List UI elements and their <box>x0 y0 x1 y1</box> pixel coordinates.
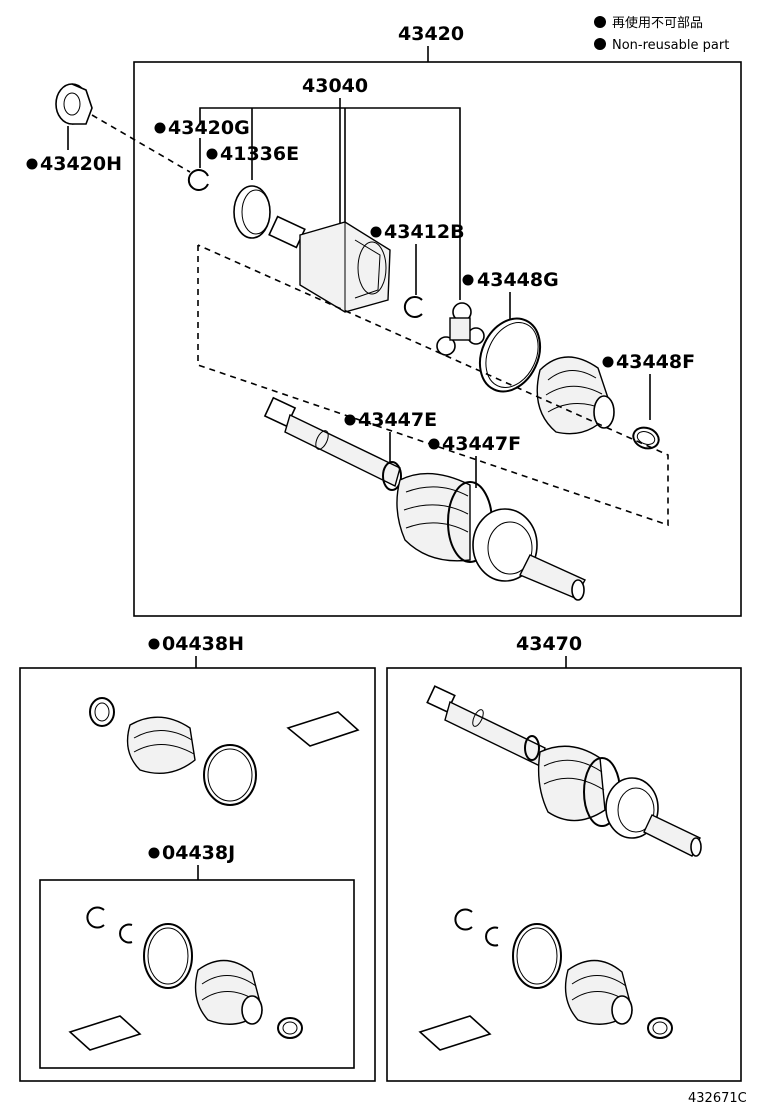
label-43447F[interactable]: 43447F <box>442 433 521 455</box>
kit-j-snap-ring[interactable] <box>86 906 105 929</box>
shaft-43470-assembly[interactable] <box>426 685 702 857</box>
kit-h-large-clamp[interactable] <box>203 744 257 806</box>
label-43420[interactable]: 43420 <box>398 23 464 45</box>
kit-j-small-clamp[interactable] <box>277 1017 303 1039</box>
part-tripod[interactable] <box>436 302 485 356</box>
part-inner-boot[interactable] <box>536 356 615 435</box>
label-43448F[interactable]: 43448F <box>616 351 695 373</box>
shaft-box-snap-ring[interactable] <box>454 908 473 931</box>
part-43420H-seal[interactable] <box>55 83 93 125</box>
frame-main-assembly <box>133 61 742 617</box>
kit-j-boot[interactable] <box>194 959 263 1025</box>
nonreusable-dot-43447E <box>344 414 356 426</box>
nonreusable-dot-04438J <box>148 847 160 859</box>
label-43412B[interactable]: 43412B <box>384 221 465 243</box>
frame-kit-04438J <box>39 879 355 1069</box>
diagram-id: 432671C <box>688 1091 747 1106</box>
frame-shaft-43470 <box>386 667 742 1082</box>
nonreusable-dot-04438H <box>148 638 160 650</box>
part-43412B-clip[interactable] <box>403 296 423 318</box>
shaft-box-boot[interactable] <box>564 959 633 1025</box>
part-41336E-seal[interactable] <box>233 185 271 239</box>
legend-dot-2 <box>594 38 606 50</box>
kit-j-grease-packet[interactable] <box>68 1015 142 1051</box>
label-43420G[interactable]: 43420G <box>168 117 250 139</box>
nonreusable-dot-43412B <box>370 226 382 238</box>
label-04438J[interactable]: 04438J <box>162 842 235 864</box>
shaft-box-small-clamp[interactable] <box>647 1017 673 1039</box>
label-43448G[interactable]: 43448G <box>477 269 559 291</box>
kit-h-grease-packet[interactable] <box>286 711 360 747</box>
part-43447E-clamp[interactable] <box>382 461 402 491</box>
label-43420H[interactable]: 43420H <box>40 153 122 175</box>
part-43040-inner-joint[interactable] <box>268 215 391 313</box>
label-04438H[interactable]: 04438H <box>162 633 244 655</box>
legend-text-en: Non-reusable part <box>612 38 729 53</box>
shaft-box-large-clamp[interactable] <box>512 923 562 989</box>
label-43040[interactable]: 43040 <box>302 75 368 97</box>
kit-j-large-clamp[interactable] <box>143 923 193 989</box>
part-drive-shaft[interactable] <box>263 396 401 488</box>
label-43470[interactable]: 43470 <box>516 633 582 655</box>
nonreusable-dot-43448F <box>602 356 614 368</box>
nonreusable-dot-43448G <box>462 274 474 286</box>
legend-text-jp: 再使用不可部品 <box>612 15 703 31</box>
label-41336E[interactable]: 41336E <box>220 143 299 165</box>
nonreusable-dot-43420G <box>154 122 166 134</box>
legend-dot-1 <box>594 16 606 28</box>
kit-h-small-clamp[interactable] <box>89 697 115 727</box>
part-43448G-clamp[interactable] <box>469 309 552 402</box>
frame-kit-04438H <box>19 667 376 1082</box>
bracket-43040 <box>199 107 461 300</box>
part-43448F-clamp[interactable] <box>630 424 661 452</box>
part-43420G-ring[interactable] <box>187 169 209 191</box>
part-outer-boot-joint[interactable] <box>396 472 586 601</box>
nonreusable-dot-43447F <box>428 438 440 450</box>
shaft-box-grease-packet[interactable] <box>418 1015 492 1051</box>
dash-subassembly-outline <box>197 244 669 527</box>
nonreusable-dot-43420H <box>26 158 38 170</box>
nonreusable-dot-41336E <box>206 148 218 160</box>
kit-j-clip[interactable] <box>119 923 133 944</box>
dash-43420H <box>91 114 191 173</box>
shaft-box-clip[interactable] <box>485 926 499 947</box>
kit-h-boot[interactable] <box>126 716 196 774</box>
label-43447E[interactable]: 43447E <box>358 409 437 431</box>
